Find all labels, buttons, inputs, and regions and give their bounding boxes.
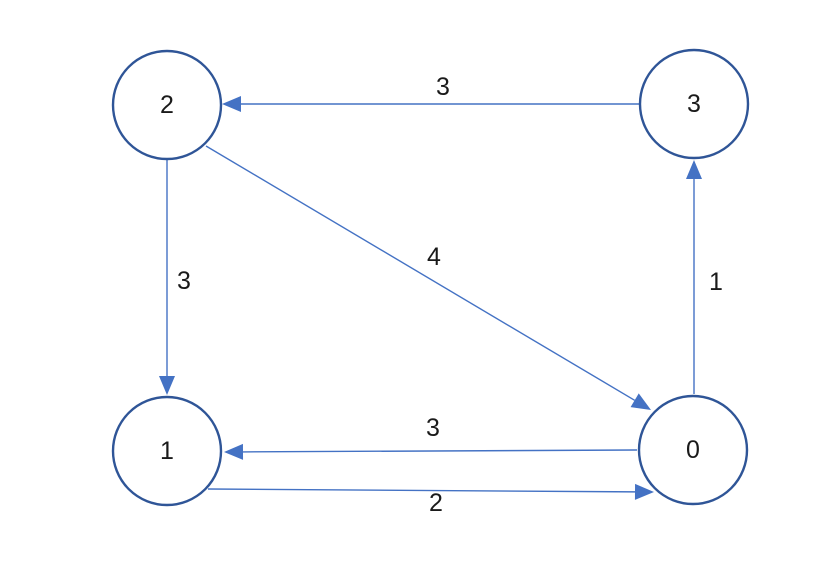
edge-line (207, 488, 636, 493)
edge-3-to-2: 3 (222, 73, 639, 112)
edge-2-to-0: 4 (205, 145, 651, 410)
node-3: 3 (638, 48, 750, 160)
node-0: 0 (637, 394, 749, 506)
node-label: 1 (160, 437, 174, 465)
edge-weight-label: 4 (427, 243, 441, 271)
arrowhead-icon (224, 443, 244, 460)
node-1: 1 (111, 395, 223, 507)
node-2: 2 (111, 49, 223, 161)
node-circle (638, 48, 750, 160)
edge-weight-label: 2 (429, 489, 443, 517)
arrowhead-icon (630, 393, 651, 410)
edge-line (242, 449, 638, 453)
node-circle (111, 49, 223, 161)
edge-0-to-3: 1 (686, 160, 723, 394)
arrowhead-icon (686, 160, 702, 179)
edge-weight-label: 3 (177, 267, 191, 295)
edge-weight-label: 3 (426, 414, 440, 442)
edge-2-to-1: 3 (159, 159, 191, 395)
edge-line (205, 145, 636, 401)
edge-weight-label: 3 (436, 73, 450, 101)
arrowhead-icon (222, 96, 241, 112)
node-label: 3 (687, 90, 701, 118)
node-circle (111, 395, 223, 507)
arrowhead-icon (159, 376, 175, 395)
edge-weight-label: 1 (709, 268, 723, 296)
edge-0-to-1: 3 (224, 414, 638, 460)
edge-1-to-0: 2 (207, 483, 654, 517)
node-circle (637, 394, 749, 506)
arrowhead-icon (634, 483, 654, 500)
node-label: 0 (686, 436, 700, 464)
node-label: 2 (160, 91, 174, 119)
